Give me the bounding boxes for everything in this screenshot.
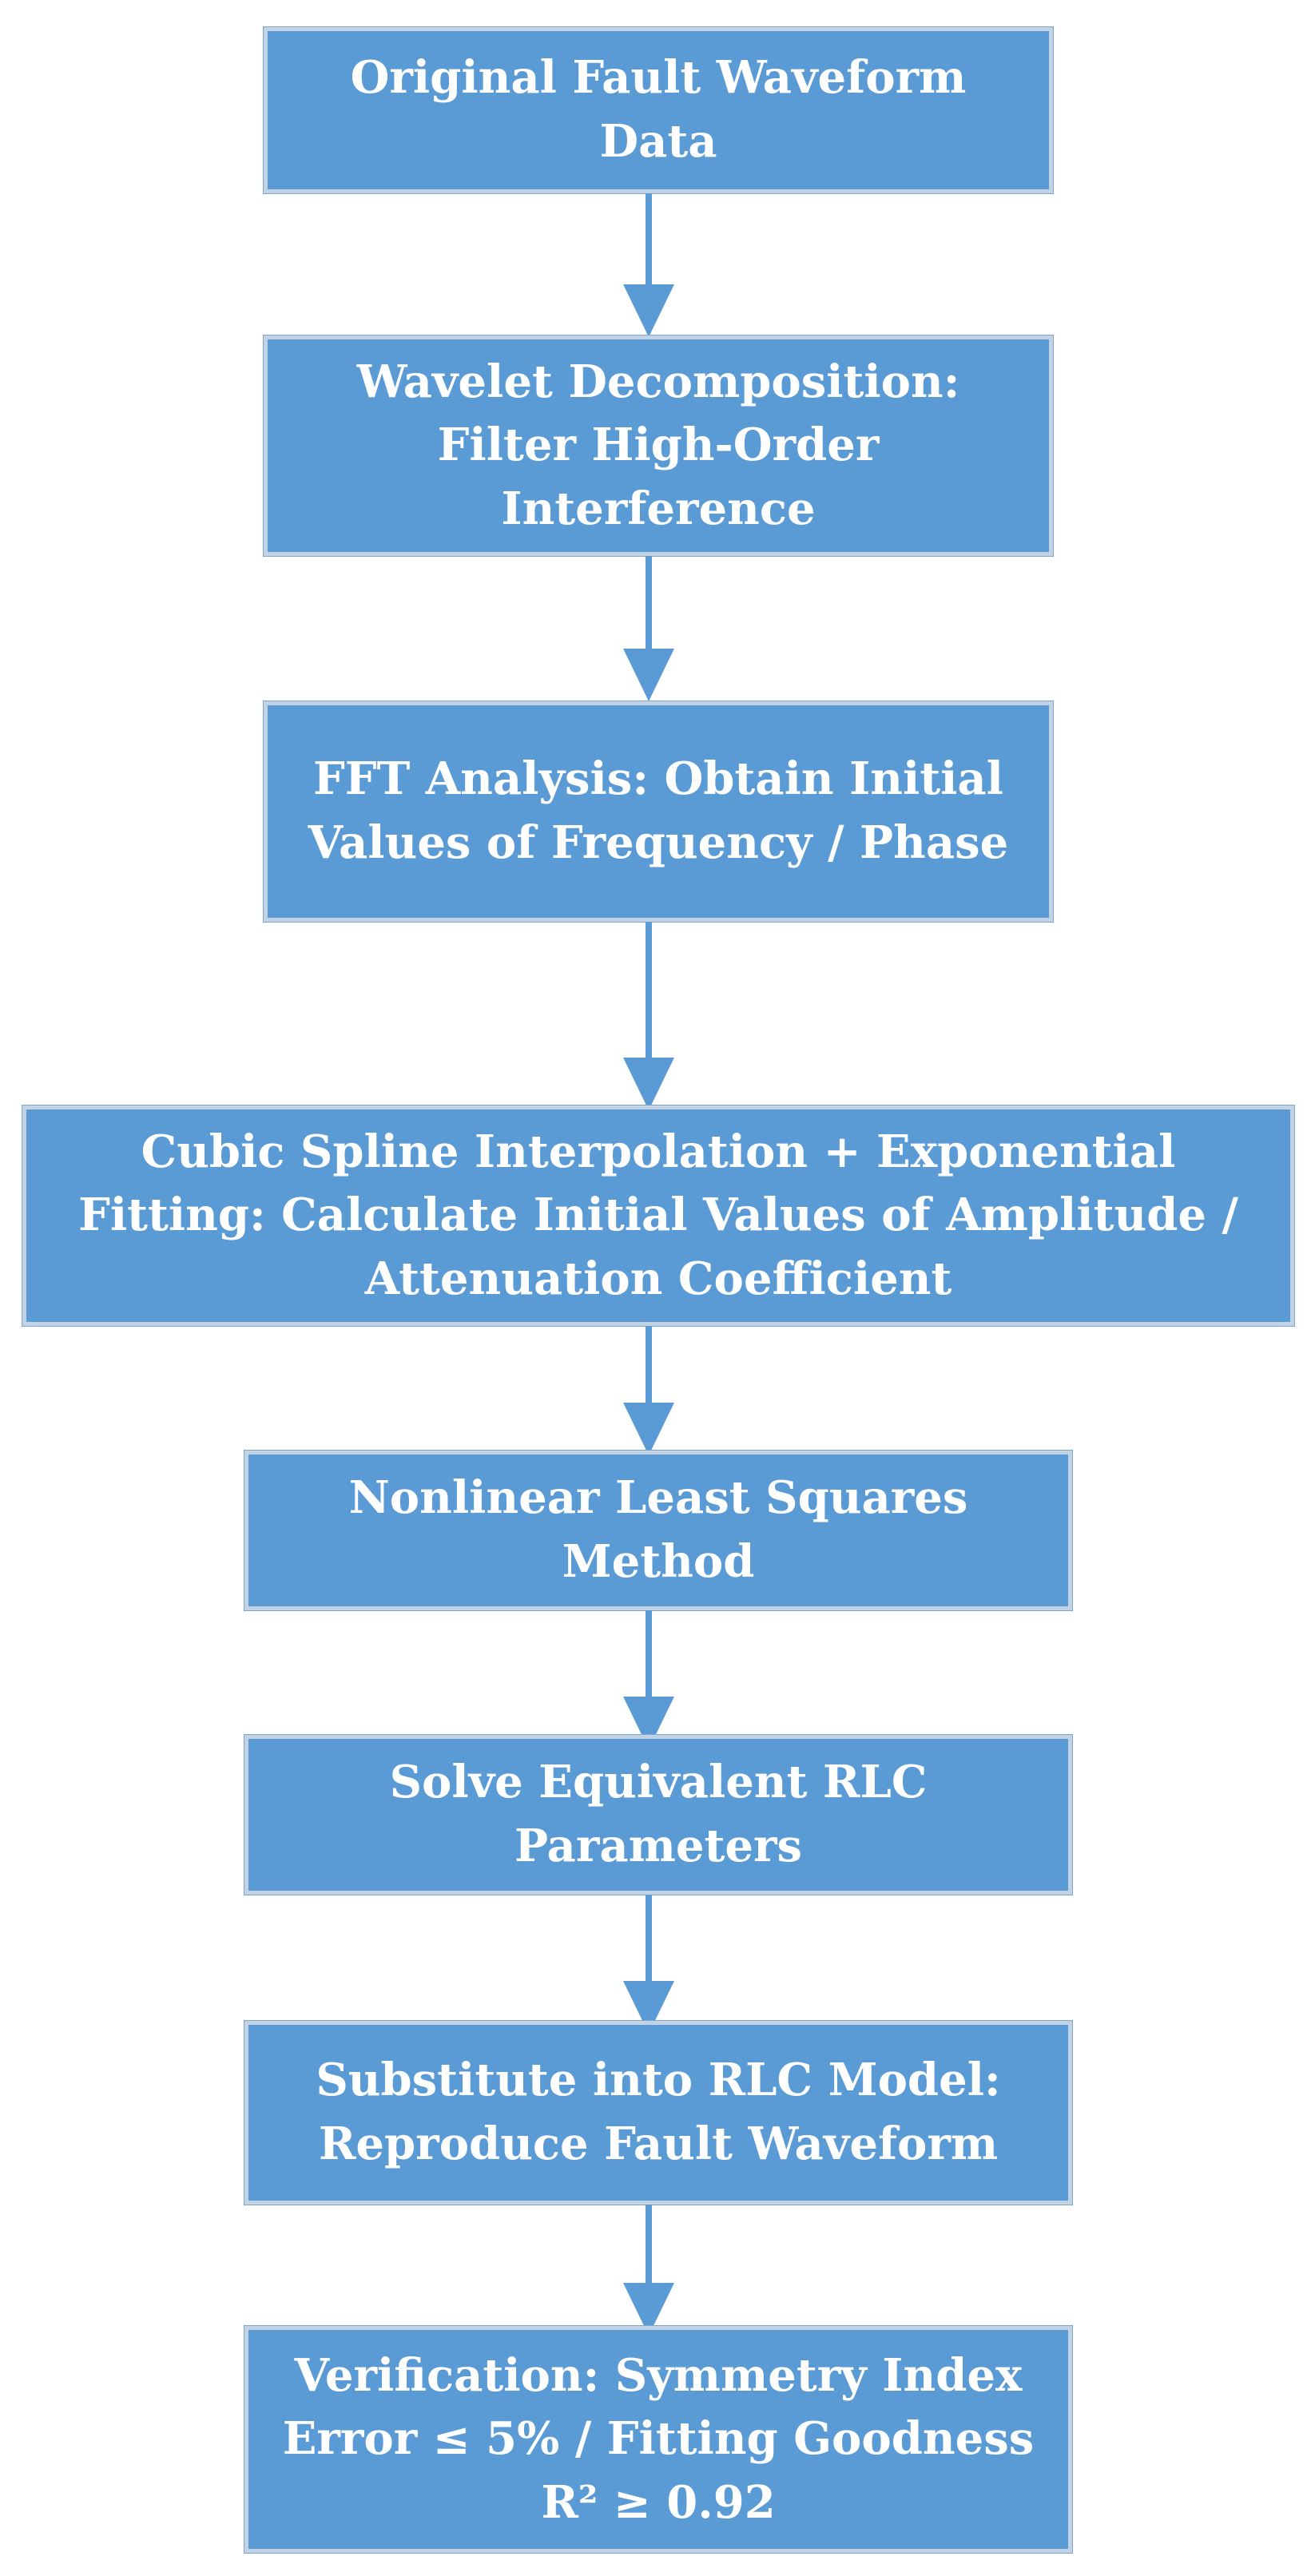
step-5-box: Nonlinear Least Squares Method — [244, 1451, 1072, 1610]
step-7-label: Substitute into RLC Model: Reproduce Fau… — [316, 2054, 1001, 2170]
step-4-label: Cubic Spline Interpolation + Exponential… — [78, 1125, 1238, 1305]
step-6-label: Solve Equivalent RLC Parameters — [389, 1756, 928, 1872]
step-8-label: Verification: Symmetry Index Error ≤ 5% … — [282, 2348, 1035, 2529]
arrow-6-7 — [623, 1895, 674, 2034]
step-8-box: Verification: Symmetry Index Error ≤ 5% … — [244, 2326, 1072, 2553]
step-6-box: Solve Equivalent RLC Parameters — [244, 1735, 1072, 1895]
arrow-7-8 — [623, 2205, 674, 2336]
step-1-box: Original Fault Waveform Data — [264, 27, 1053, 193]
arrow-4-5 — [623, 1326, 674, 1455]
arrow-3-4 — [623, 922, 674, 1110]
arrow-2-3 — [623, 556, 674, 701]
step-1-label: Original Fault Waveform Data — [350, 51, 967, 168]
arrow-1-2 — [623, 193, 674, 337]
step-2-label: Wavelet Decomposition: Filter High-Order… — [356, 355, 960, 535]
step-4-box: Cubic Spline Interpolation + Exponential… — [22, 1105, 1294, 1326]
step-7-box: Substitute into RLC Model: Reproduce Fau… — [244, 2021, 1072, 2205]
arrow-5-6 — [623, 1610, 674, 1749]
step-5-label: Nonlinear Least Squares Method — [348, 1471, 968, 1588]
step-3-box: FFT Analysis: Obtain Initial Values of F… — [264, 701, 1053, 922]
step-3-label: FFT Analysis: Obtain Initial Values of F… — [308, 752, 1009, 869]
step-2-box: Wavelet Decomposition: Filter High-Order… — [264, 335, 1053, 556]
